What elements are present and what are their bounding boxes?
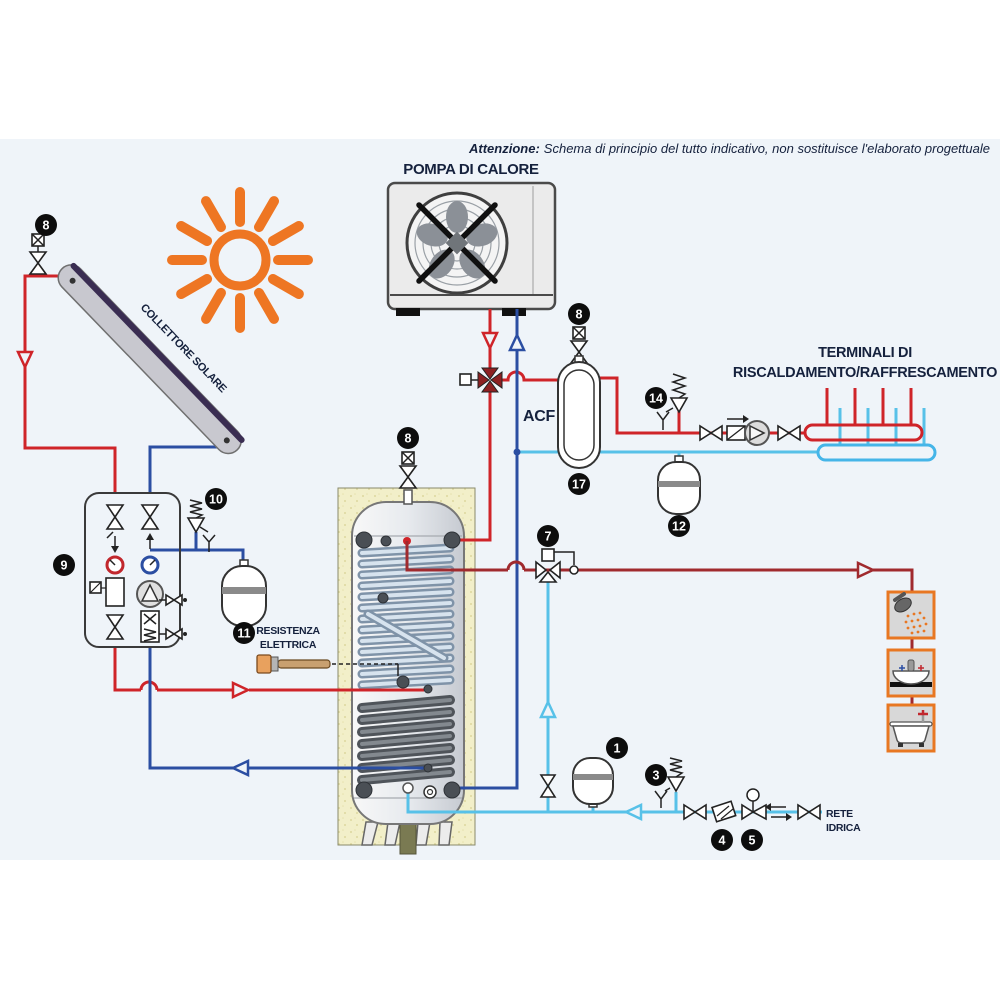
svg-text:12: 12 [672,520,686,534]
check-valve-mains [765,803,792,821]
heating-safety-valve [656,373,689,430]
badge-14: 14 [645,387,667,409]
bathtub-icon [886,703,936,753]
badge-8-tank: 8 [397,427,419,449]
dhw-expansion-vessel [572,757,614,808]
acf-buffer-tank [557,355,601,469]
terminal-pump-group [699,415,801,446]
svg-text:1: 1 [614,742,621,756]
svg-text:9: 9 [61,559,68,573]
svg-text:8: 8 [405,432,412,446]
badge-3: 3 [645,764,667,786]
warning-bold: Attenzione: [468,141,540,156]
svg-text:14: 14 [649,392,663,406]
electric-heater-label-2: ELETTRICA [260,639,317,651]
badge-7: 7 [537,525,559,547]
badge-17: 17 [568,473,590,495]
svg-text:5: 5 [749,834,756,848]
electric-heater [256,654,399,676]
solar-safety-valve [186,499,216,552]
heat-pump-piping-return [460,309,526,790]
svg-text:8: 8 [576,308,583,322]
svg-text:11: 11 [237,627,250,641]
terminals-label-2: RISCALDAMENTO/RAFFRESCAMENTO [733,365,997,381]
water-mains-label-2: IDRICA [826,822,861,834]
safety-group [654,757,686,808]
upper-coil [362,548,450,685]
heating-manifold [803,423,924,442]
heat-pump-foot-left [396,308,420,316]
basin-icon [886,648,936,698]
diverter-valve [459,367,503,393]
solar-expansion-vessel [221,559,267,627]
heat-pump-label: POMPA DI CALORE [403,161,539,178]
svg-text:4: 4 [719,834,726,848]
badge-12: 12 [668,515,690,537]
water-mains-label-1: RETE [826,808,853,820]
electric-heater-label-1: RESISTENZA [256,625,320,637]
svg-text:17: 17 [572,478,586,492]
svg-text:3: 3 [653,769,660,783]
air-vent-valve-tank [398,451,418,505]
fan-icon [405,191,509,295]
badge-8-acf: 8 [568,303,590,325]
solar-collector [57,262,245,455]
solar-piping-hot [16,274,433,699]
air-vent-valve-solar [28,233,48,275]
sun-icon [172,192,308,328]
svg-text:7: 7 [545,530,552,544]
svg-text:10: 10 [209,493,223,507]
badge-11: 11 [233,622,255,644]
solar-pump-station [84,492,187,648]
acf-label: ACF [523,408,556,425]
pressure-reducer [741,788,767,821]
shower-icon [886,590,936,640]
badge-10: 10 [205,488,227,510]
terminals-label-1: TERMINALI DI [818,345,912,361]
heat-pump-foot-right [502,308,526,316]
badge-1: 1 [606,737,628,759]
svg-text:8: 8 [43,219,50,233]
badge-5: 5 [741,829,763,851]
thermostatic-mixing-valve [535,548,579,583]
cooling-expansion-vessel [657,455,701,515]
warning-text: Schema di principio del tutto indicativo… [544,141,990,156]
tank-ports [355,531,461,799]
badge-4: 4 [711,829,733,851]
cooling-manifold [816,443,937,462]
badge-8-solar: 8 [35,214,57,236]
mains-valve-left [683,803,707,821]
heat-pump-unit [386,181,557,316]
filter [711,800,737,823]
badge-9: 9 [53,554,75,576]
warning-note: Attenzione: Schema di principio del tutto… [468,141,990,156]
mains-valve-right [797,803,821,821]
cold-feed-valve [539,774,557,798]
